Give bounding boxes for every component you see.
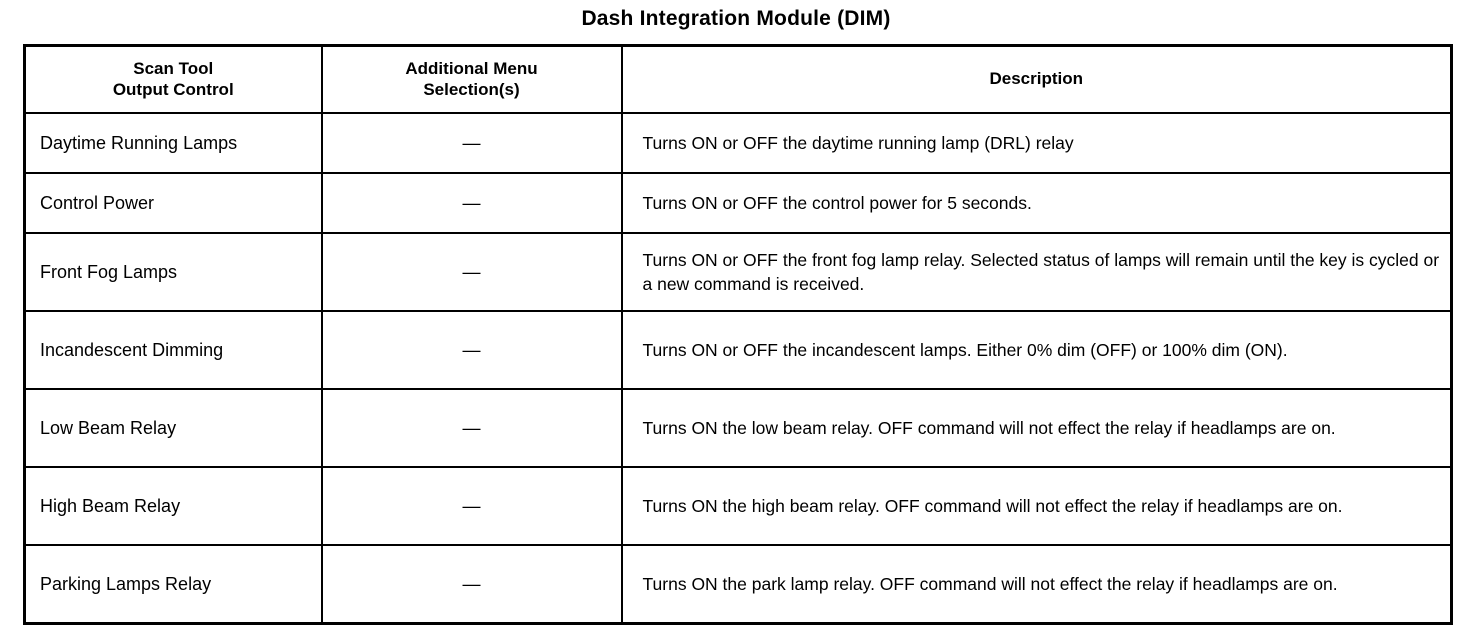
cell-description: Turns ON or OFF the daytime running lamp… bbox=[620, 111, 1453, 174]
column-header-scan-tool-output-control-line1: Scan Tool bbox=[133, 58, 214, 78]
cell-output-control: Incandescent Dimming bbox=[23, 309, 323, 390]
table-body: Daytime Running Lamps — Turns ON or OFF … bbox=[23, 111, 1453, 624]
table-header: Scan Tool Output Control Additional Menu… bbox=[23, 44, 1453, 114]
cell-output-control: Parking Lamps Relay bbox=[23, 543, 323, 624]
cell-output-control: High Beam Relay bbox=[23, 465, 323, 546]
column-header-description: Description bbox=[620, 44, 1453, 114]
column-header-additional-menu-selections-line2: Selection(s) bbox=[423, 79, 520, 99]
scan-tool-output-control-table: Scan Tool Output Control Additional Menu… bbox=[23, 44, 1453, 625]
spec-table-container: Scan Tool Output Control Additional Menu… bbox=[23, 44, 1453, 625]
cell-additional-menu-selection: — bbox=[320, 111, 623, 174]
cell-description: Turns ON or OFF the control power for 5 … bbox=[620, 171, 1453, 234]
table-row: Parking Lamps Relay — Turns ON the park … bbox=[23, 543, 1453, 624]
cell-additional-menu-selection: — bbox=[320, 231, 623, 312]
cell-additional-menu-selection: — bbox=[320, 387, 623, 468]
cell-additional-menu-selection: — bbox=[320, 171, 623, 234]
cell-description: Turns ON the low beam relay. OFF command… bbox=[620, 387, 1453, 468]
document-page: Dash Integration Module (DIM) Scan Tool … bbox=[23, 7, 1453, 625]
cell-output-control: Low Beam Relay bbox=[23, 387, 323, 468]
table-row: Low Beam Relay — Turns ON the low beam r… bbox=[23, 387, 1453, 468]
cell-additional-menu-selection: — bbox=[320, 465, 623, 546]
table-row: Daytime Running Lamps — Turns ON or OFF … bbox=[23, 111, 1453, 174]
table-row: Control Power — Turns ON or OFF the cont… bbox=[23, 171, 1453, 234]
cell-output-control: Daytime Running Lamps bbox=[23, 111, 323, 174]
cell-description: Turns ON or OFF the incandescent lamps. … bbox=[620, 309, 1453, 390]
column-header-additional-menu-selections: Additional Menu Selection(s) bbox=[320, 44, 623, 114]
table-row: High Beam Relay — Turns ON the high beam… bbox=[23, 465, 1453, 546]
page-title: Dash Integration Module (DIM) bbox=[581, 7, 891, 30]
cell-description: Turns ON the park lamp relay. OFF comman… bbox=[620, 543, 1453, 624]
column-header-scan-tool-output-control: Scan Tool Output Control bbox=[23, 44, 323, 114]
cell-description: Turns ON the high beam relay. OFF comman… bbox=[620, 465, 1453, 546]
table-row: Incandescent Dimming — Turns ON or OFF t… bbox=[23, 309, 1453, 390]
cell-output-control: Front Fog Lamps bbox=[23, 231, 323, 312]
cell-additional-menu-selection: — bbox=[320, 543, 623, 624]
cell-output-control: Control Power bbox=[23, 171, 323, 234]
column-header-scan-tool-output-control-line2: Output Control bbox=[112, 79, 234, 99]
table-header-row: Scan Tool Output Control Additional Menu… bbox=[23, 44, 1453, 114]
table-row: Front Fog Lamps — Turns ON or OFF the fr… bbox=[23, 231, 1453, 312]
cell-additional-menu-selection: — bbox=[320, 309, 623, 390]
column-header-additional-menu-selections-line1: Additional Menu bbox=[405, 58, 538, 78]
cell-description: Turns ON or OFF the front fog lamp relay… bbox=[620, 231, 1453, 312]
